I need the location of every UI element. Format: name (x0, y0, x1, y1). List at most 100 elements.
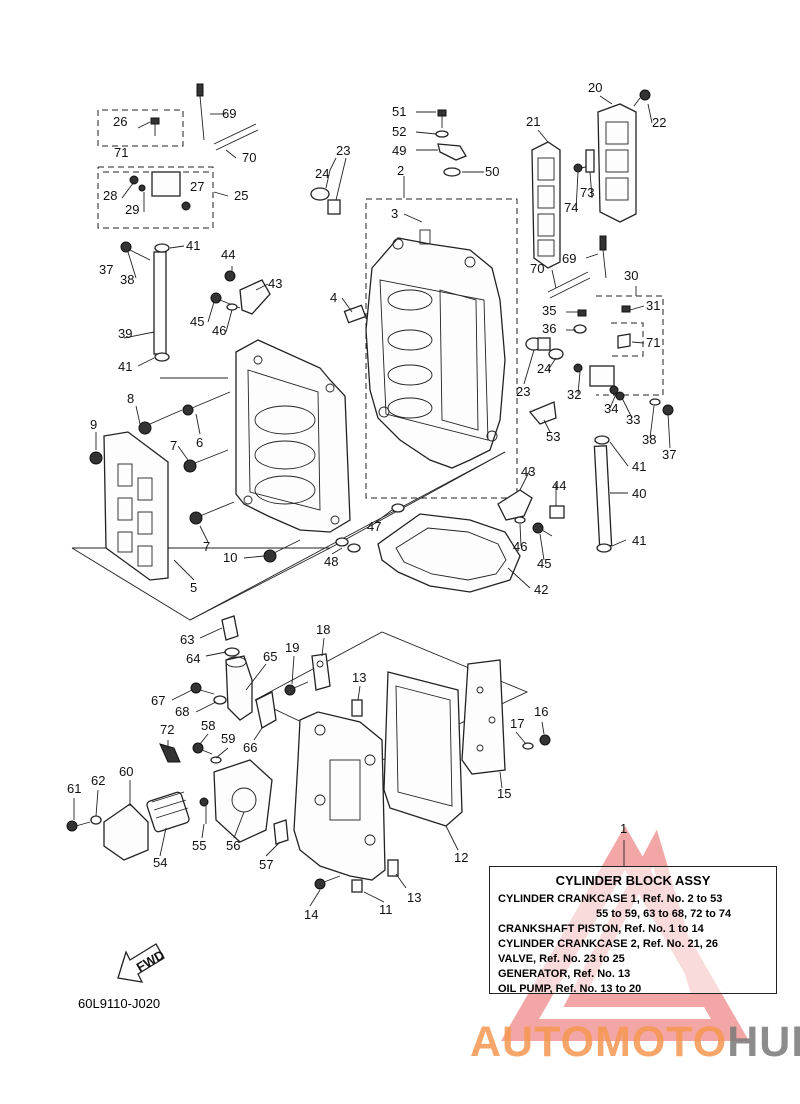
crankcase-2 (235, 339, 351, 533)
ref-label-59: 59 (221, 731, 235, 746)
ref-label-41: 41 (118, 359, 132, 374)
ref-label-41: 41 (632, 533, 646, 548)
ref-label-8: 8 (127, 391, 134, 406)
ref-label-73: 73 (580, 185, 594, 200)
ref-label-37: 37 (99, 262, 113, 277)
legend-line: CYLINDER CRANKCASE 1, Ref. No. 2 to 53 (498, 893, 723, 905)
legend-line: 55 to 59, 63 to 68, 72 to 74 (596, 908, 732, 920)
ref-label-41: 41 (186, 238, 200, 253)
ref-label-3: 3 (391, 206, 398, 221)
ref-label-30: 30 (624, 268, 638, 283)
ref-label-52: 52 (392, 124, 406, 139)
gasket-21 (531, 141, 561, 269)
diagram-code: 60L9110-J020 (78, 996, 161, 1011)
watermark-text-1: AUTOMOTO (470, 1018, 728, 1066)
ref-label-66: 66 (243, 740, 257, 755)
gasket-12 (383, 671, 463, 827)
small-parts (66, 83, 674, 893)
ref-label-12: 12 (454, 850, 468, 865)
ref-label-9: 9 (90, 417, 97, 432)
ref-label-53: 53 (546, 429, 560, 444)
ref-label-23: 23 (516, 384, 530, 399)
bracket-18 (311, 653, 331, 691)
ref-label-24: 24 (537, 361, 551, 376)
ref-label-71: 71 (114, 145, 128, 160)
legend-box: CYLINDER BLOCK ASSY CYLINDER CRANKCASE 1… (489, 866, 777, 995)
ref-label-63: 63 (180, 632, 194, 647)
ref-label-44: 44 (552, 478, 566, 493)
ref-label-25: 25 (234, 188, 248, 203)
ref-label-44: 44 (221, 247, 235, 262)
ref-label-2: 2 (397, 163, 404, 178)
legend-title: CYLINDER BLOCK ASSY (555, 873, 711, 888)
filter-bracket-56 (213, 759, 273, 843)
cover-20 (597, 103, 637, 223)
ref-label-74: 74 (564, 200, 578, 215)
ref-label-18: 18 (316, 622, 330, 637)
ref-label-19: 19 (285, 640, 299, 655)
ref-label-36: 36 (542, 321, 556, 336)
legend-line: CYLINDER CRANKCASE 2, Ref. No. 21, 26 (498, 938, 719, 950)
ref-label-58: 58 (201, 718, 215, 733)
ref-label-42: 42 (534, 582, 548, 597)
side-cover-5 (103, 431, 169, 581)
ref-label-60: 60 (119, 764, 133, 779)
lower-housing (293, 711, 386, 881)
gasket-42 (377, 513, 521, 593)
ref-label-13: 13 (407, 890, 421, 905)
ref-label-29: 29 (125, 202, 139, 217)
bracket-43-bottom (497, 489, 533, 521)
ref-label-20: 20 (588, 80, 602, 95)
ref-label-48: 48 (324, 554, 338, 569)
legend-line: OIL PUMP, Ref. No. 13 to 20 (498, 983, 642, 995)
ref-label-57: 57 (259, 857, 273, 872)
oil-filter-54 (146, 791, 190, 833)
ref-label-50: 50 (485, 164, 499, 179)
ref-label-43: 43 (268, 276, 282, 291)
legend-line: VALVE, Ref. No. 23 to 25 (498, 953, 625, 965)
ref-label-28: 28 (103, 188, 117, 203)
leader-lines (73, 95, 671, 907)
ref-label-69: 69 (222, 106, 236, 121)
ref-label-16: 16 (534, 704, 548, 719)
ref-label-31: 31 (646, 298, 660, 313)
gasket-66 (255, 691, 277, 730)
ref-label-10: 10 (223, 550, 237, 565)
ref-label-61: 61 (67, 781, 81, 796)
ref-label-23: 23 (336, 143, 350, 158)
ref-label-37: 37 (662, 447, 676, 462)
ref-label-11: 11 (379, 902, 393, 917)
ref-label-21: 21 (526, 114, 540, 129)
ref-label-54: 54 (153, 855, 167, 870)
ref-label-41: 41 (632, 459, 646, 474)
ref-label-43: 43 (521, 464, 535, 479)
legend-line: GENERATOR, Ref. No. 13 (498, 968, 631, 980)
watermark-text-2: HUB (727, 1018, 800, 1066)
ref-label-71: 71 (646, 335, 660, 350)
ref-label-70: 70 (530, 261, 544, 276)
ref-label-7: 7 (170, 438, 177, 453)
ref-label-35: 35 (542, 303, 556, 318)
ref-label-56: 56 (226, 838, 240, 853)
ref-label-5: 5 (190, 580, 197, 595)
bracket-53 (528, 401, 557, 425)
ref-label-14: 14 (304, 907, 318, 922)
ref-label-65: 65 (263, 649, 277, 664)
ref-label-7: 7 (203, 539, 210, 554)
ref-label-69: 69 (562, 251, 576, 266)
ref-label-45: 45 (190, 314, 204, 329)
legend-line: CRANKSHAFT PISTON, Ref. No. 1 to 14 (498, 923, 704, 935)
tube-40 (593, 445, 613, 547)
ref-label-26: 26 (113, 114, 127, 129)
ref-label-51: 51 (392, 104, 406, 119)
ref-label-70: 70 (242, 150, 256, 165)
ref-label-62: 62 (91, 773, 105, 788)
ref-label-17: 17 (510, 716, 524, 731)
ref-label-38: 38 (120, 272, 134, 287)
fwd-arrow: FWD (117, 943, 167, 983)
ref-label-33: 33 (626, 412, 640, 427)
tube-39 (153, 251, 167, 355)
ref-label-6: 6 (196, 435, 203, 450)
